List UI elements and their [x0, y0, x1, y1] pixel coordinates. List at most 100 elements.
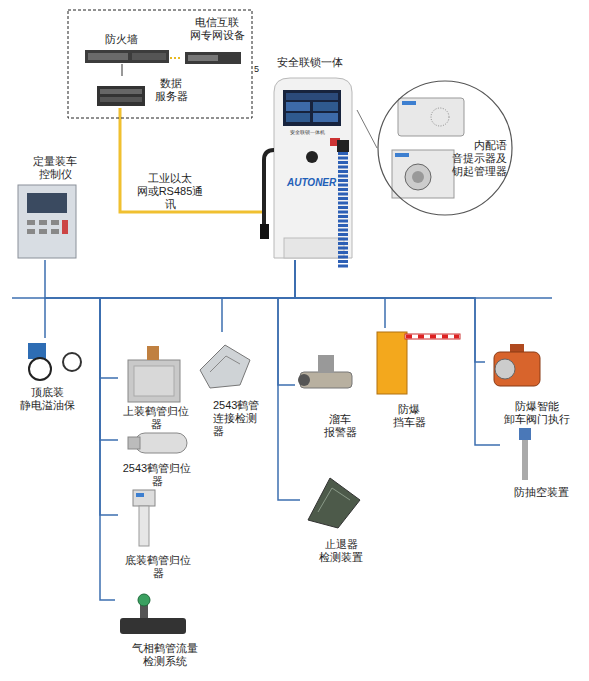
roll-alarm-device [298, 374, 310, 386]
loading-controller [62, 220, 68, 234]
interlock-cabinet [337, 140, 349, 152]
device-node: 防爆 挡车器 [372, 328, 462, 428]
callout-circle: 内配语 音提示器及 钥起管理器 [377, 80, 513, 216]
valve-actuator [494, 344, 540, 386]
network-link [170, 57, 182, 59]
bus-wire [222, 260, 295, 332]
loading-controller [51, 220, 59, 225]
node-label: 顶底装 静电溢油保 [12, 386, 82, 412]
key-manager [392, 150, 454, 198]
network-link [120, 108, 262, 212]
barrier-gate [377, 332, 460, 394]
loading-controller [18, 185, 76, 258]
device-node: 气相鹤管流量 检测系统 [115, 588, 203, 674]
firewall-device [132, 53, 166, 60]
voice-prompter [431, 108, 449, 126]
arm-return-clamp [128, 437, 140, 449]
callout-number: 5 [254, 64, 259, 75]
roll-alarm-device [298, 355, 352, 388]
static-overflow-protector [28, 343, 81, 380]
voice-prompter [398, 98, 464, 136]
firewall-device [85, 50, 169, 63]
bus-wire [278, 260, 295, 385]
server-device [100, 89, 142, 94]
edge-label: 工业以太 网或RS485通 讯 [134, 172, 206, 211]
arm-connection-sensor [200, 345, 250, 388]
node-label: 数据 服务器 [153, 77, 189, 103]
device-node: 防火墙 [82, 30, 170, 64]
top-arm-return-sensor [147, 346, 159, 360]
bus-wire [100, 260, 295, 440]
anti-empty-probe [519, 428, 531, 440]
brand-logo: AUTONER [287, 177, 336, 189]
static-overflow-protector [28, 343, 46, 359]
bus-wire [278, 260, 300, 500]
loading-controller [27, 229, 35, 234]
loading-controller [18, 185, 76, 258]
bus-line [12, 297, 552, 299]
wheel-chock-sensor [308, 478, 360, 528]
device-node: 防抽空装置 [500, 428, 578, 503]
bottom-arm-return-sensor [133, 490, 155, 506]
telecom-device [188, 55, 218, 61]
node-label: 止退器 检测装置 [316, 538, 366, 564]
roll-alarm-device [318, 355, 334, 373]
node-label: 气相鹤管流量 检测系统 [127, 642, 203, 668]
node-label: 防爆智能 卸车阀门执行 [501, 400, 573, 426]
interlock-cabinet [286, 113, 310, 122]
device-node: 定量装车 控制仪 [15, 153, 85, 260]
loading-controller [39, 229, 47, 234]
arm-return-clamp [135, 433, 187, 453]
bus-wire [295, 260, 500, 445]
network-link [122, 64, 123, 76]
arm-return-clamp [128, 433, 187, 453]
interlock-cabinet [338, 152, 348, 268]
voice-prompter [398, 98, 464, 136]
bus-wire [100, 260, 295, 600]
interlock-cabinet [286, 102, 310, 111]
interlock-cabinet [284, 238, 344, 258]
loading-controller [51, 229, 59, 234]
device-node: 电信互联 网专网设备 [182, 14, 252, 66]
device-node: 数据 服务器 [95, 76, 190, 108]
node-label: 定量装车 控制仪 [30, 155, 80, 181]
static-overflow-protector [63, 353, 81, 371]
interlock-cabinet [313, 102, 338, 111]
interlock-cabinet [286, 93, 338, 100]
barrier-gate [406, 335, 459, 339]
interlock-cabinet [260, 78, 352, 268]
panel-label: 安全联锁一体机 [290, 129, 325, 136]
loading-controller [39, 220, 47, 225]
key-manager [395, 153, 409, 157]
firewall-device [85, 50, 169, 63]
anti-empty-probe [519, 428, 531, 480]
valve-actuator [495, 359, 515, 379]
node-label: 溜车 报警器 [320, 413, 360, 439]
interlock-cabinet [260, 224, 269, 239]
device-node: 底装鹤管归位 器 [118, 488, 196, 583]
bus-wire [45, 260, 295, 298]
vapor-flow-meter [120, 594, 186, 634]
key-manager [405, 164, 431, 190]
barrier-gate [377, 332, 407, 394]
key-manager [392, 150, 454, 198]
node-label: 底装鹤管归位 器 [122, 554, 194, 580]
device-node: 溜车 报警器 [295, 348, 363, 442]
node-label: 电信互联 网专网设备 [186, 16, 248, 42]
circle-outline [378, 81, 512, 215]
node-label: 防爆 挡车器 [389, 403, 429, 429]
barrier-gate [405, 334, 460, 339]
firewall-device [88, 53, 128, 60]
device-node: 安全联锁一体 [262, 55, 357, 260]
top-arm-return-sensor [128, 360, 180, 402]
valve-actuator [494, 352, 540, 386]
wheel-chock-sensor [318, 488, 350, 512]
server-device [97, 86, 145, 106]
bottom-arm-return-sensor [136, 493, 144, 497]
device-node: 顶底装 静电溢油保 [12, 338, 92, 416]
interlock-cabinet [306, 151, 318, 163]
wheel-chock-sensor [308, 478, 360, 528]
bus-wire [295, 260, 385, 328]
top-arm-return-sensor [134, 366, 174, 396]
